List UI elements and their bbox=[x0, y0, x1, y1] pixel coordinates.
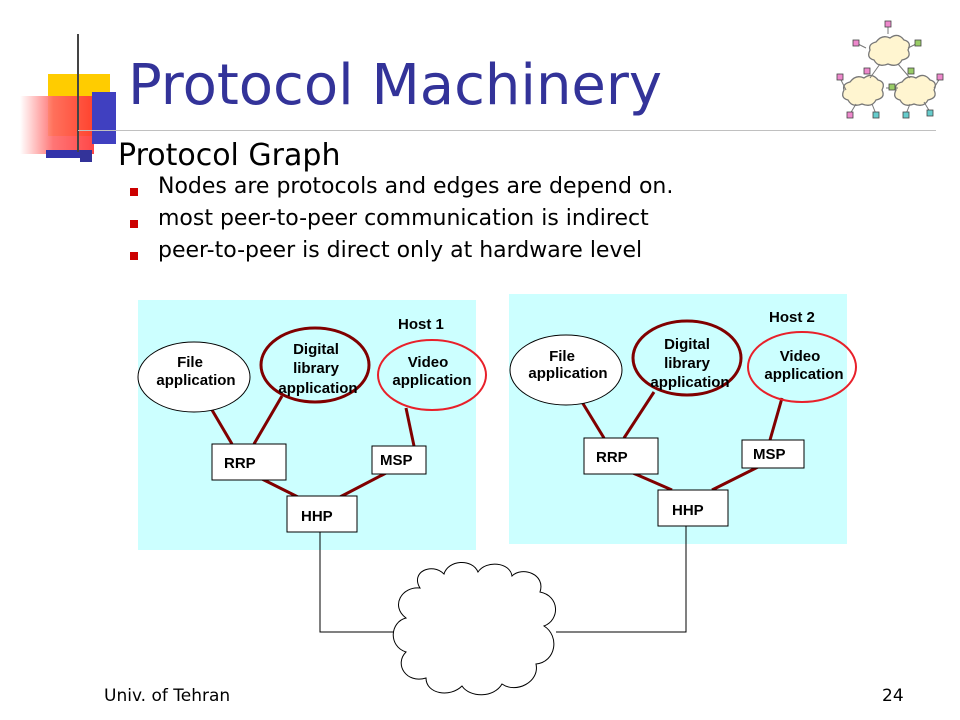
bullet-marker bbox=[130, 220, 138, 228]
host1-hhp-label: HHP bbox=[301, 508, 333, 525]
footer-institution: Univ. of Tehran bbox=[104, 686, 231, 706]
network-graph-icon bbox=[836, 20, 944, 119]
host1-file-label-2: application bbox=[156, 372, 235, 389]
host2-msp-label: MSP bbox=[753, 446, 786, 463]
host1-digital-label-2: library bbox=[293, 360, 340, 377]
corner-blue-bar bbox=[46, 150, 86, 158]
host1-rrp-node bbox=[211, 443, 287, 481]
page-number: 24 bbox=[882, 686, 904, 706]
bullet-marker bbox=[130, 252, 138, 260]
host2-file-label-1: File bbox=[549, 348, 575, 365]
host2-file-app-node bbox=[509, 334, 623, 406]
host2-video-label-2: application bbox=[764, 366, 843, 383]
host2-file-label-2: application bbox=[528, 365, 607, 382]
host1-digital-label-3: application bbox=[278, 380, 357, 397]
host2-digital-label-1: Digital bbox=[664, 336, 710, 353]
bullet-text: peer-to-peer is direct only at hardware … bbox=[158, 238, 643, 263]
host1-video-label-2: application bbox=[392, 372, 471, 389]
host2-hhp-node bbox=[657, 489, 729, 527]
host1-digital-library-node bbox=[259, 326, 371, 404]
host1-rrp-label: RRP bbox=[224, 455, 256, 472]
host2-hhp-label: HHP bbox=[672, 502, 704, 519]
corner-blue-square bbox=[92, 92, 116, 144]
host1-msp-node bbox=[371, 445, 427, 475]
host2-video-label-1: Video bbox=[780, 348, 821, 365]
slide-title: Protocol Machinery bbox=[128, 53, 663, 118]
host1-hhp-node bbox=[286, 495, 358, 533]
host1-label: Host 1 bbox=[398, 316, 444, 333]
host2-video-app-node bbox=[747, 331, 857, 403]
host2-rrp-node bbox=[583, 437, 659, 475]
bullet-marker bbox=[130, 188, 138, 196]
network-wires bbox=[319, 526, 687, 633]
corner-red-square bbox=[20, 96, 94, 154]
bullet-text: most peer-to-peer communication is indir… bbox=[158, 206, 649, 231]
host2-digital-label-3: application bbox=[650, 374, 729, 391]
host1-file-label-1: File bbox=[177, 354, 203, 371]
host2-msp-node bbox=[741, 439, 805, 469]
host1-digital-label-1: Digital bbox=[293, 341, 339, 358]
host2-digital-label-2: library bbox=[664, 355, 711, 372]
corner-vertical-line bbox=[77, 34, 79, 152]
host1-video-label-1: Video bbox=[408, 354, 449, 371]
host1-video-app-node bbox=[377, 339, 487, 411]
host2-digital-library-node bbox=[631, 319, 743, 397]
host1-file-app-node bbox=[137, 341, 251, 413]
heading-bullet bbox=[80, 150, 92, 162]
section-heading: Protocol Graph bbox=[118, 138, 341, 173]
bullet-text: Nodes are protocols and edges are depend… bbox=[158, 174, 674, 199]
network-cloud-icon bbox=[392, 562, 556, 696]
host1-msp-label: MSP bbox=[380, 452, 413, 469]
host2-label: Host 2 bbox=[769, 309, 815, 326]
host2-rrp-label: RRP bbox=[596, 449, 628, 466]
title-divider bbox=[78, 130, 936, 131]
